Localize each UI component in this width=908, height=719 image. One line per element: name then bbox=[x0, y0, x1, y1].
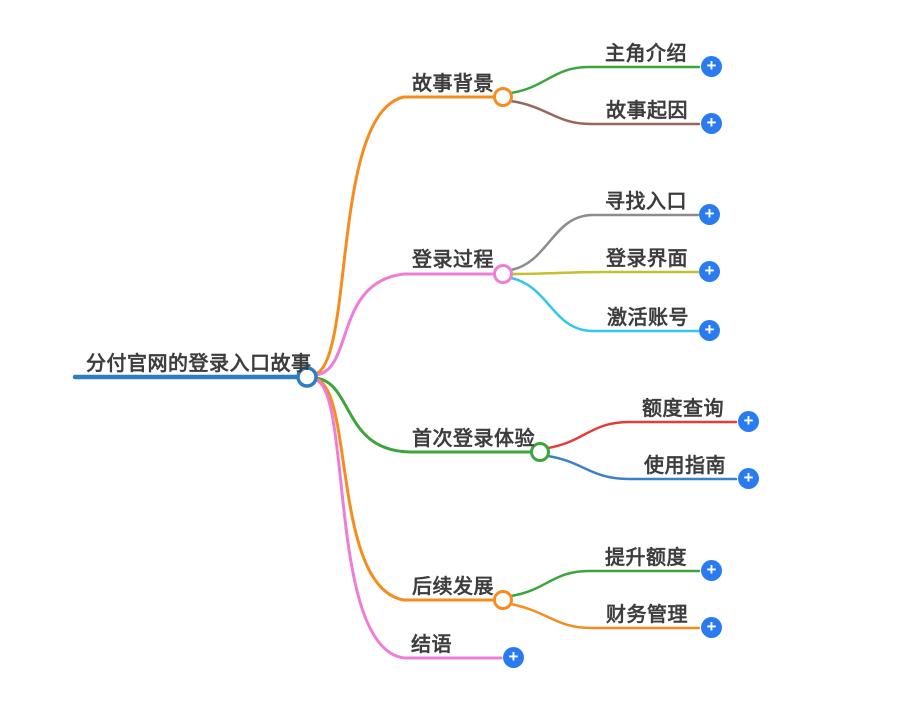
child-node-story-cause[interactable]: 故事起因 bbox=[606, 100, 688, 122]
plus-icon: + bbox=[743, 468, 754, 487]
child-curve-activate-account bbox=[509, 276, 700, 333]
branch-handle-login-process[interactable] bbox=[493, 264, 513, 284]
branch-curve-login-process bbox=[314, 272, 496, 377]
child-curve-usage-guide bbox=[546, 454, 738, 481]
plus-icon: + bbox=[706, 617, 717, 636]
child-curve-increase-limit bbox=[509, 569, 701, 598]
plus-icon: + bbox=[706, 113, 717, 132]
plus-icon: + bbox=[704, 204, 715, 223]
branch-node-follow-up-development[interactable]: 后续发展 bbox=[412, 576, 494, 598]
add-child-button-conclusion[interactable]: + bbox=[503, 647, 524, 668]
child-curve-find-entrance bbox=[509, 213, 700, 272]
child-curve-credit-limit-query bbox=[546, 420, 738, 450]
add-child-button-story-cause[interactable]: + bbox=[701, 113, 722, 134]
branch-node-login-process[interactable]: 登录过程 bbox=[412, 249, 494, 271]
add-child-button-activate-account[interactable]: + bbox=[699, 320, 720, 341]
branch-node-conclusion[interactable]: 结语 bbox=[411, 634, 452, 656]
add-child-button-financial-management[interactable]: + bbox=[701, 617, 722, 638]
plus-icon: + bbox=[704, 320, 715, 339]
child-node-financial-management[interactable]: 财务管理 bbox=[606, 604, 688, 626]
add-child-button-increase-limit[interactable]: + bbox=[701, 560, 722, 581]
child-node-activate-account[interactable]: 激活账号 bbox=[607, 307, 689, 329]
branch-curve-story-background bbox=[314, 95, 496, 376]
branch-curve-first-login-experience bbox=[314, 376, 533, 454]
child-curve-story-cause bbox=[509, 99, 701, 126]
plus-icon: + bbox=[743, 411, 754, 430]
add-child-button-credit-limit-query[interactable]: + bbox=[738, 411, 759, 432]
add-child-button-protagonist-intro[interactable]: + bbox=[701, 56, 722, 77]
branch-handle-follow-up-development[interactable] bbox=[493, 590, 513, 610]
plus-icon: + bbox=[704, 261, 715, 280]
branch-handle-story-background[interactable] bbox=[493, 87, 513, 107]
child-node-protagonist-intro[interactable]: 主角介绍 bbox=[605, 43, 687, 65]
child-curve-login-interface bbox=[509, 270, 700, 276]
plus-icon: + bbox=[508, 647, 519, 666]
child-curve-protagonist-intro bbox=[509, 65, 701, 95]
root-node-handle[interactable] bbox=[296, 366, 318, 388]
child-node-increase-limit[interactable]: 提升额度 bbox=[605, 547, 687, 569]
branch-node-first-login-experience[interactable]: 首次登录体验 bbox=[412, 428, 535, 450]
branch-handle-first-login-experience[interactable] bbox=[530, 442, 550, 462]
root-node-label[interactable]: 分付官网的登录入口故事 bbox=[86, 353, 312, 375]
add-child-button-find-entrance[interactable]: + bbox=[699, 204, 720, 225]
child-node-find-entrance[interactable]: 寻找入口 bbox=[605, 191, 687, 213]
child-node-credit-limit-query[interactable]: 额度查询 bbox=[642, 398, 724, 420]
add-child-button-usage-guide[interactable]: + bbox=[738, 468, 759, 489]
child-node-login-interface[interactable]: 登录界面 bbox=[606, 248, 688, 270]
plus-icon: + bbox=[706, 56, 717, 75]
child-node-usage-guide[interactable]: 使用指南 bbox=[644, 455, 726, 477]
child-curve-financial-management bbox=[509, 602, 701, 630]
add-child-button-login-interface[interactable]: + bbox=[699, 261, 720, 282]
branch-curve-follow-up-development bbox=[314, 377, 496, 602]
branch-node-story-background[interactable]: 故事背景 bbox=[412, 73, 494, 95]
branch-curve-conclusion bbox=[314, 378, 503, 660]
plus-icon: + bbox=[706, 560, 717, 579]
